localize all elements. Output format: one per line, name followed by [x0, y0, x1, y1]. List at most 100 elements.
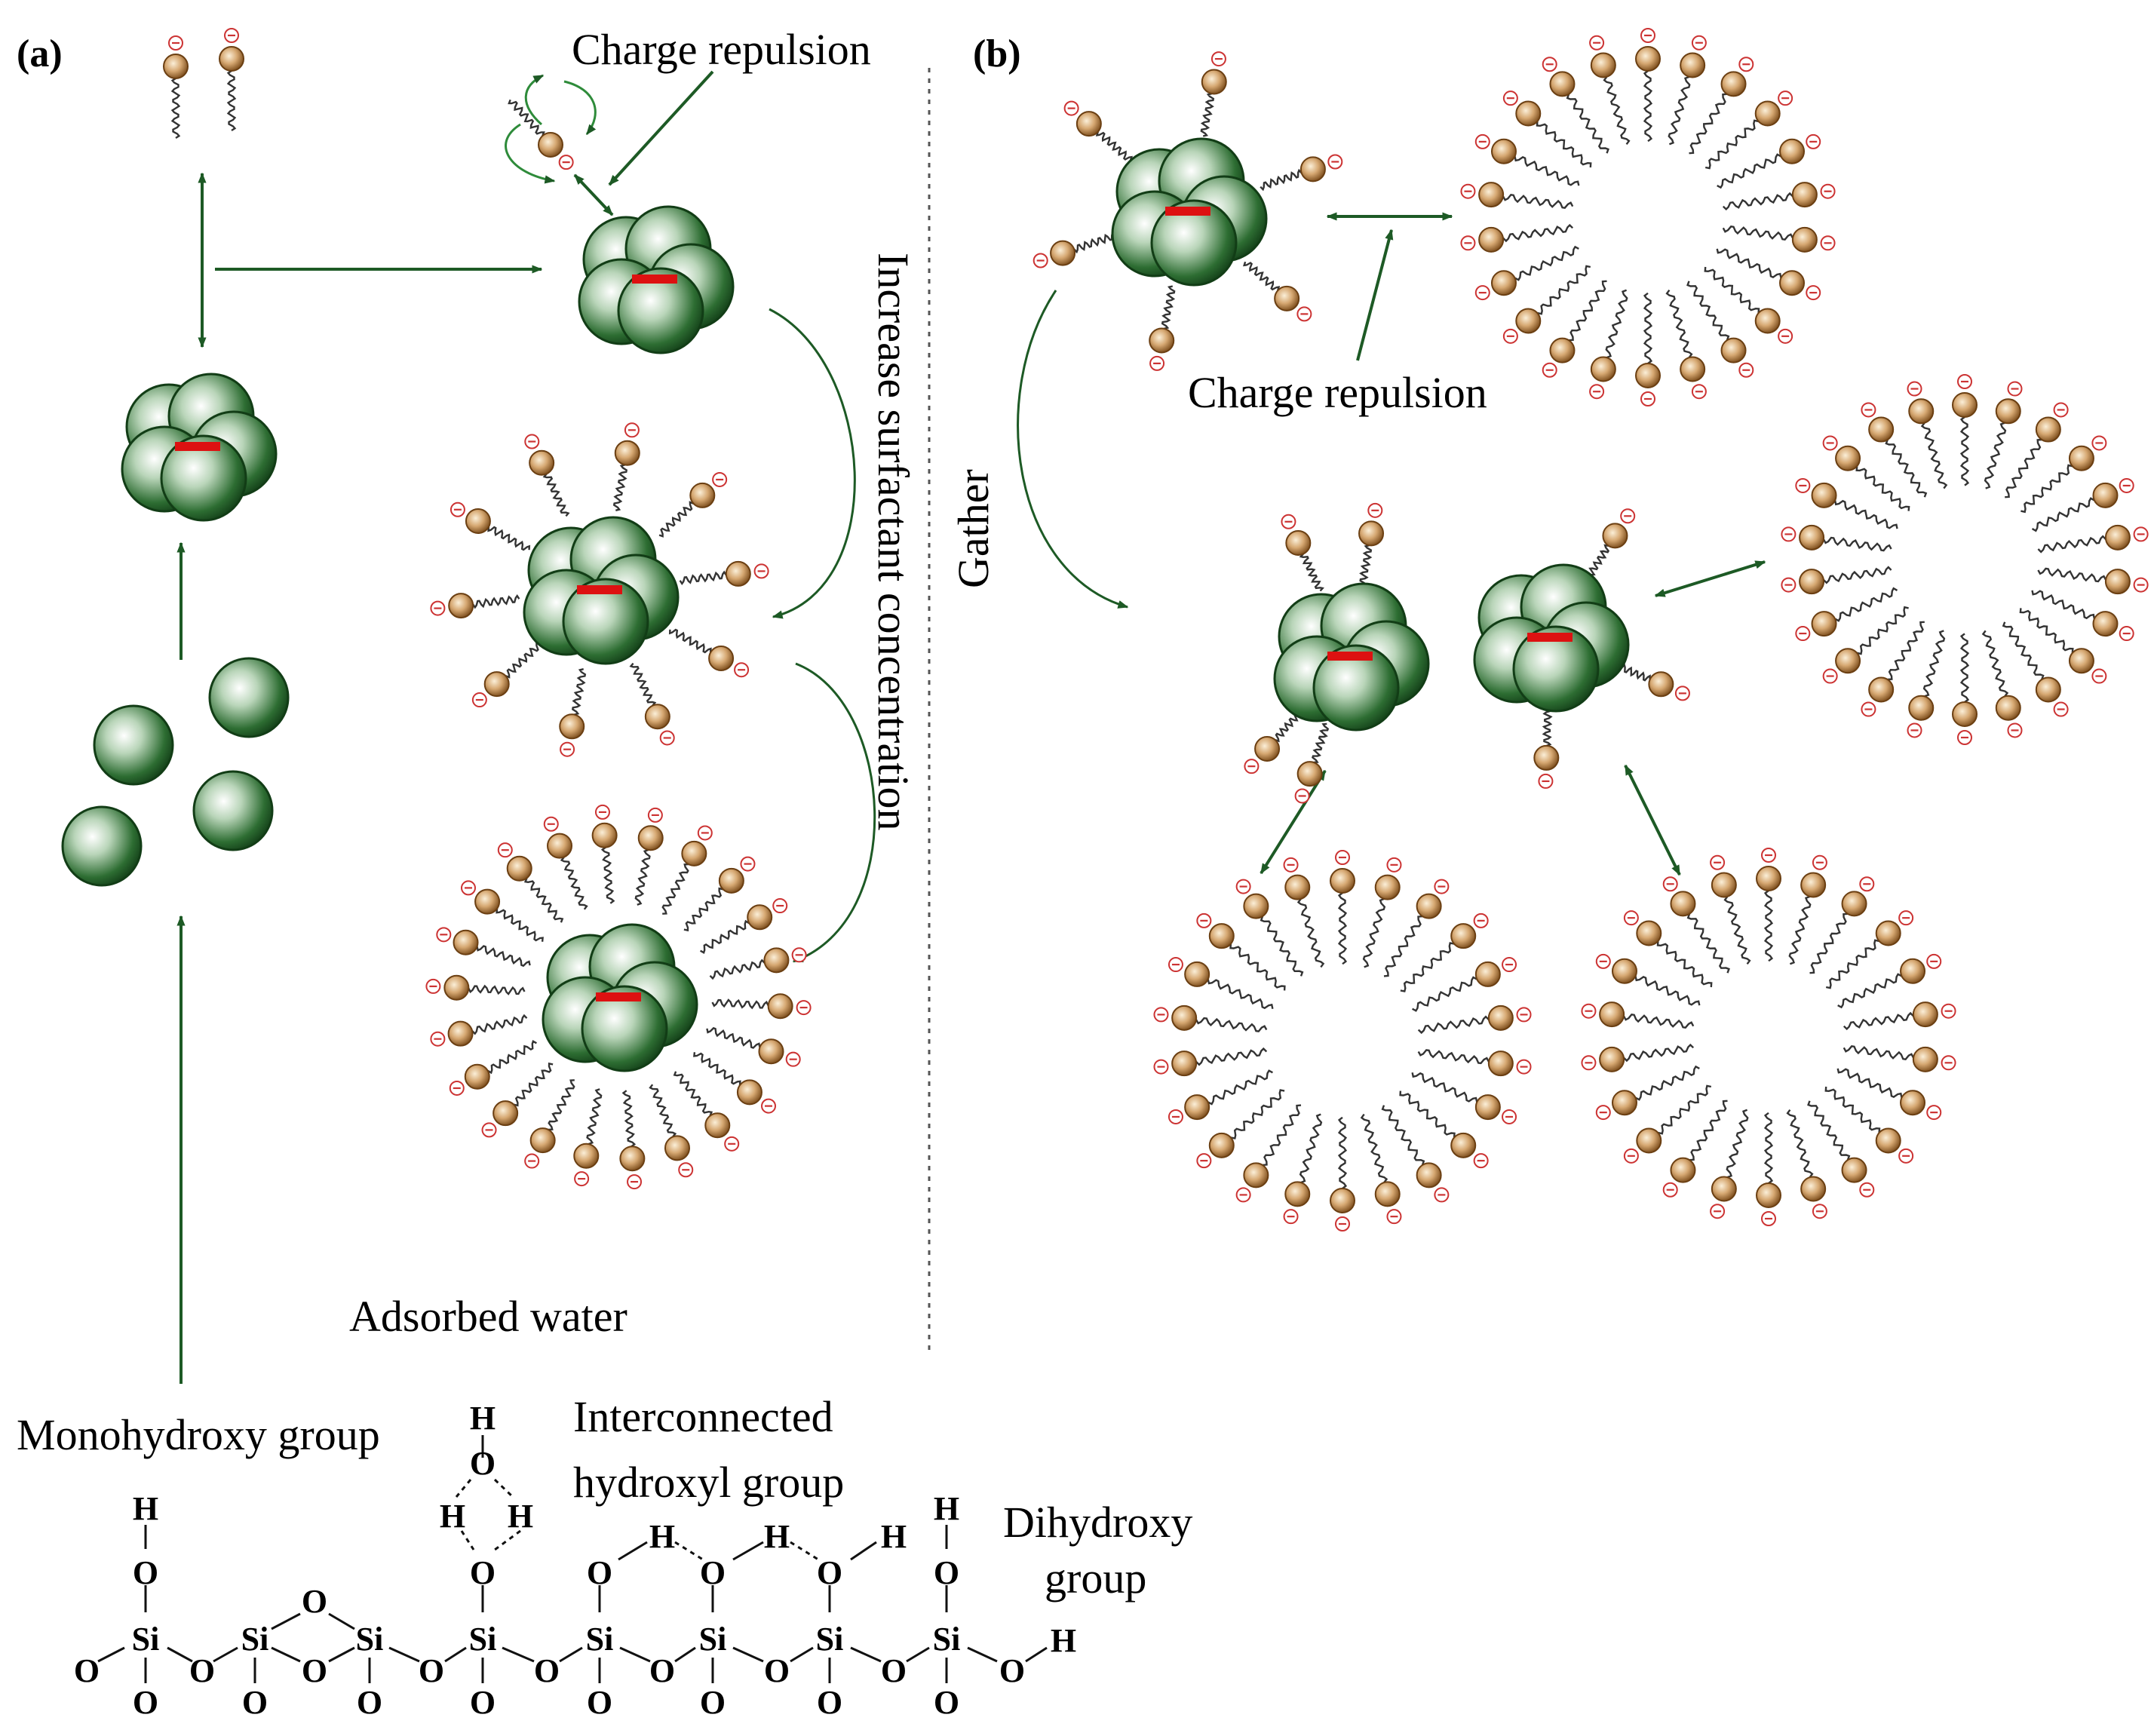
- surfactant-head: [464, 1063, 490, 1090]
- surfactant-molecule: [573, 1088, 603, 1187]
- surfactant-tail: [1200, 93, 1215, 137]
- surfactant-tail: [700, 919, 750, 954]
- surfactant-tail: [1514, 156, 1580, 186]
- label-increase-surfactant: Increase surfactant concentration: [869, 253, 918, 830]
- surfactant-tail: [679, 570, 727, 586]
- surfactant-head: [1835, 445, 1861, 471]
- surfactant-tail: [649, 1084, 677, 1138]
- surfactant-molecule: [1722, 225, 1836, 253]
- surfactant-head: [1416, 893, 1442, 919]
- surfactant-tail: [1605, 289, 1628, 359]
- surfactant-tail: [1656, 940, 1713, 988]
- surfactant-molecule: [1381, 1105, 1450, 1203]
- surfactant-head: [725, 560, 751, 587]
- surfactant-head: [573, 1143, 600, 1169]
- surfactant-head: [1330, 868, 1355, 894]
- surfactant-head: [1754, 100, 1781, 127]
- surfactant-molecule: [1400, 912, 1489, 992]
- surfactant-tail: [711, 998, 769, 1010]
- surfactant-molecule: [1168, 957, 1274, 1010]
- surfactant-head: [2035, 676, 2061, 703]
- surfactant-molecule: [1952, 374, 1978, 486]
- surfactant-tail: [1161, 285, 1176, 330]
- surfactant-molecule: [460, 880, 544, 942]
- surfactant-tail: [1299, 553, 1324, 592]
- surfactant-molecule: [430, 593, 520, 619]
- surfactant-molecule: [1861, 621, 1925, 717]
- surfactant-molecule: [1710, 854, 1751, 965]
- surfactant-tail: [1400, 942, 1455, 992]
- surfactant-molecule: [683, 856, 756, 932]
- surfactant-molecule: [1795, 477, 1898, 529]
- surfactant-head: [1952, 701, 1978, 727]
- surfactant-molecule: [163, 35, 189, 140]
- surfactant-tail: [1502, 194, 1574, 209]
- surfactant-tail: [1981, 630, 2009, 698]
- surfactant-tail: [586, 1088, 603, 1146]
- surfactant-head: [1549, 71, 1576, 97]
- surfactant-molecule: [1581, 1043, 1695, 1072]
- surfactant-molecule: [1383, 879, 1450, 977]
- surfactant-molecule: [1460, 182, 1574, 209]
- surfactant-tail: [1569, 280, 1607, 342]
- surfactant-molecule: [1662, 1100, 1728, 1198]
- surfactant-head: [1243, 1162, 1269, 1189]
- surfactant-head: [1474, 1094, 1501, 1121]
- surfactant-molecule: [1033, 231, 1116, 268]
- surfactant-tail: [1984, 422, 2007, 489]
- surfactant-tail: [1337, 1116, 1348, 1189]
- surfactant-tail: [1362, 897, 1386, 968]
- surfactant-tail: [1299, 1113, 1323, 1184]
- surfactant-head: [2035, 416, 2061, 443]
- label-interconnected-1: Interconnected: [573, 1392, 833, 1441]
- surfactant-molecule: [1716, 248, 1821, 301]
- surfactant-head: [547, 833, 573, 859]
- surfactant-head: [747, 904, 773, 931]
- surfactant-molecule: [1595, 953, 1701, 1006]
- surfactant-molecule: [1502, 265, 1591, 344]
- surfactant-head: [718, 867, 744, 894]
- surfactant-tail: [2037, 535, 2106, 554]
- atom-hydrogen: H: [440, 1498, 465, 1535]
- surfactant-head: [681, 840, 707, 866]
- surfactant-molecule: [497, 842, 564, 923]
- atom-oxygen: O: [700, 1554, 726, 1591]
- silica-cluster-initial: [121, 373, 278, 522]
- cluster-b-left-arms: [1244, 502, 1385, 804]
- surfactant-molecule: [1722, 182, 1836, 211]
- cluster-b-top-core: [1111, 137, 1268, 287]
- surfactant-head: [1487, 1004, 1514, 1031]
- silica-particle: [61, 805, 143, 887]
- surfactant-head: [637, 825, 664, 851]
- cluster-b-right-arms: [1533, 508, 1690, 789]
- surfactant-tail: [1360, 1113, 1388, 1183]
- surfactant-molecule: [524, 1079, 575, 1169]
- surfactant-molecule: [1330, 1116, 1355, 1231]
- surfactant-molecule: [1611, 661, 1690, 701]
- atom-oxygen: O: [470, 1554, 496, 1591]
- silica-particle: [1512, 625, 1600, 713]
- surfactant-molecule: [1795, 587, 1898, 642]
- surfactant-molecule: [2037, 524, 2149, 554]
- surfactant-molecule: [658, 471, 728, 538]
- atom-oxygen: O: [881, 1652, 907, 1689]
- surfactant-molecule: [1710, 1109, 1749, 1219]
- surfactant-molecule: [1807, 1100, 1875, 1198]
- surfactant-head: [591, 822, 618, 848]
- surfactant-molecule: [1686, 281, 1754, 378]
- micelle-bottom-right: [1581, 848, 1956, 1226]
- surfactant-tail: [2019, 608, 2074, 653]
- surfactant-molecule: [1294, 722, 1330, 804]
- surfactant-head: [1254, 736, 1281, 762]
- surfactant-molecule: [1668, 35, 1707, 146]
- atom-silicon: Si: [933, 1621, 961, 1658]
- surfactant-tail: [1722, 225, 1794, 241]
- surfactant-tail: [1668, 75, 1691, 146]
- surfactant-tail: [1603, 76, 1631, 146]
- atom-oxygen: O: [934, 1554, 959, 1591]
- surfactant-head: [1952, 392, 1978, 418]
- surfactant-tail: [1837, 973, 1903, 1009]
- surfactant-molecule: [1412, 957, 1517, 1012]
- hydrogen-bonds: [455, 1478, 819, 1561]
